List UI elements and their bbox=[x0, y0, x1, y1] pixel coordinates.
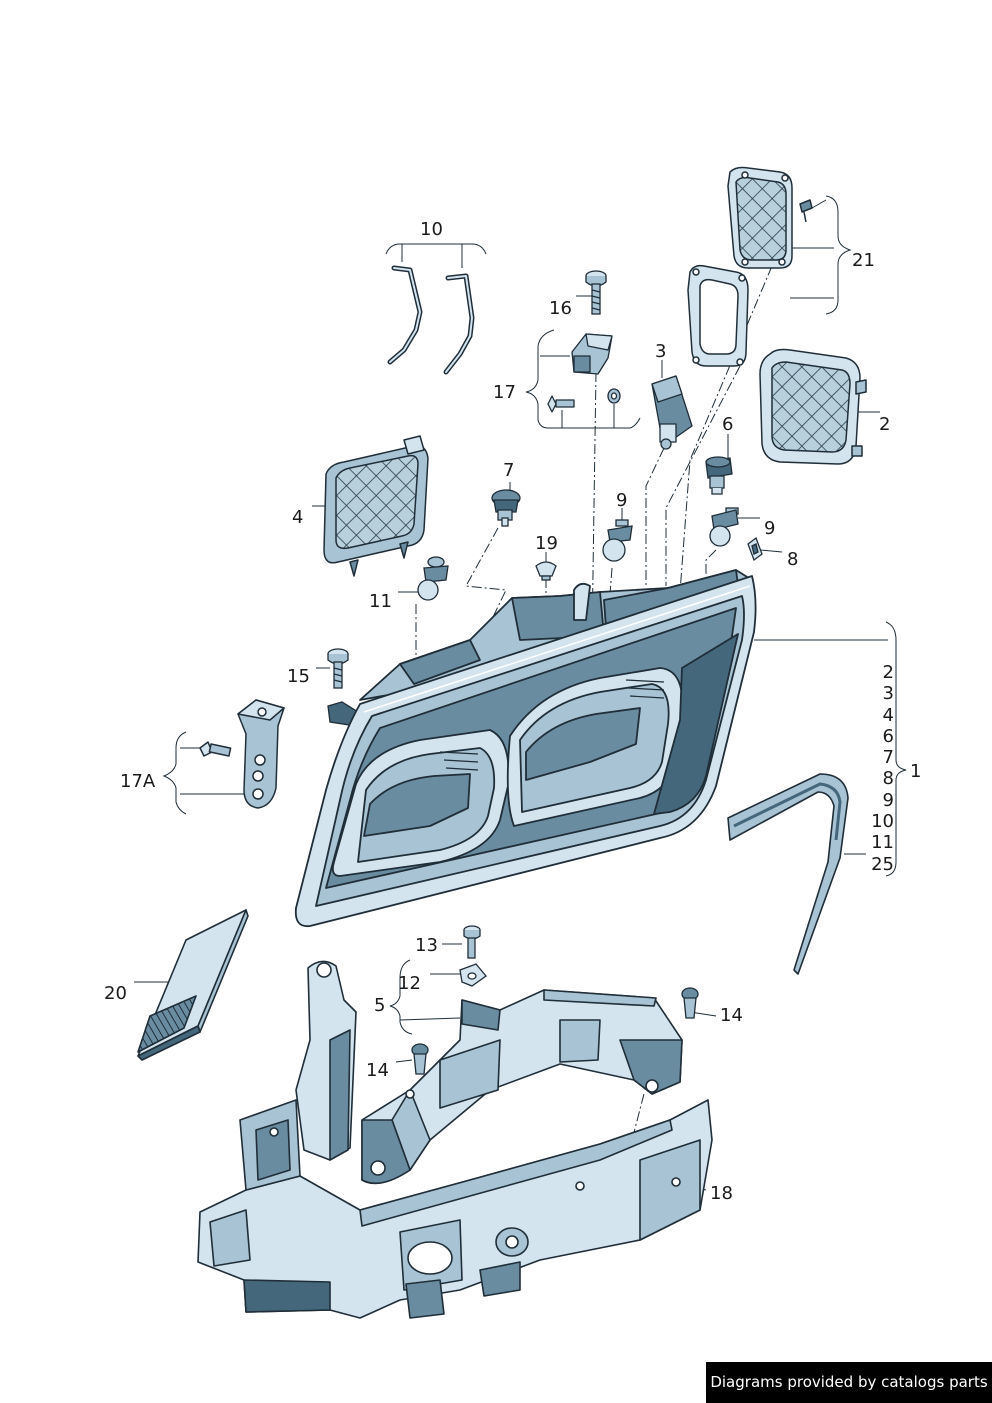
part-4-cover bbox=[323, 435, 429, 577]
part-13-screw bbox=[463, 925, 481, 959]
part-17-bracket bbox=[547, 333, 621, 413]
callout-17: 17 bbox=[493, 382, 516, 403]
part-2-cover bbox=[759, 348, 867, 465]
callout-9-left: 9 bbox=[616, 490, 628, 511]
part-5-mount-bracket bbox=[361, 989, 683, 1185]
list-item: 2 bbox=[882, 662, 894, 683]
part-15-screw bbox=[327, 648, 359, 727]
part-10-clips bbox=[387, 265, 475, 375]
part-6-bulb bbox=[705, 456, 733, 495]
callout-14-left: 14 bbox=[366, 1060, 389, 1081]
callout-1: 1 bbox=[910, 761, 922, 782]
callout-12: 12 bbox=[398, 973, 421, 994]
part-17a-bracket bbox=[199, 699, 285, 809]
callout-19: 19 bbox=[535, 533, 558, 554]
callout-6: 6 bbox=[722, 414, 734, 435]
callout-16: 16 bbox=[549, 298, 572, 319]
part-12-nut bbox=[459, 963, 487, 987]
part-11-bulb bbox=[417, 556, 449, 601]
list-item: 4 bbox=[882, 704, 894, 726]
list-item: 10 bbox=[871, 811, 894, 833]
part-16-screw bbox=[585, 270, 607, 315]
callout-2: 2 bbox=[879, 414, 891, 435]
part-7-bulb bbox=[491, 489, 521, 527]
list-item: 25 bbox=[871, 853, 894, 875]
part-9-bulb-left bbox=[602, 519, 633, 562]
callout-13: 13 bbox=[415, 935, 438, 956]
part-8-clip bbox=[747, 536, 763, 562]
part-9-bulb-right bbox=[709, 507, 739, 547]
list-item: 8 bbox=[882, 768, 894, 790]
part-1-components-list: 2 3 4 6 7 8 9 10 11 25 bbox=[866, 662, 894, 875]
part-18-carrier bbox=[197, 960, 713, 1319]
part-19-cap bbox=[535, 561, 557, 581]
callout-10: 10 bbox=[420, 219, 443, 240]
part-1-headlight bbox=[294, 569, 757, 928]
callout-5: 5 bbox=[374, 995, 386, 1016]
callout-8: 8 bbox=[787, 549, 799, 570]
credit-banner: Diagrams provided by catalogs parts bbox=[706, 1362, 992, 1403]
callout-4: 4 bbox=[292, 507, 304, 528]
part-14-screws bbox=[411, 987, 699, 1075]
list-item: 11 bbox=[871, 832, 894, 854]
part-21-cover bbox=[687, 166, 813, 367]
part-25-trim-strip bbox=[727, 773, 849, 975]
list-item: 9 bbox=[882, 789, 894, 811]
list-item: 3 bbox=[882, 683, 894, 705]
callout-3: 3 bbox=[655, 341, 667, 362]
part-20-pad bbox=[137, 909, 249, 1061]
callout-11: 11 bbox=[369, 591, 392, 612]
callout-14-right: 14 bbox=[720, 1005, 743, 1026]
list-item: 7 bbox=[882, 747, 894, 769]
callout-15: 15 bbox=[287, 666, 310, 687]
list-item: 6 bbox=[882, 725, 894, 747]
callout-20: 20 bbox=[104, 983, 127, 1004]
callout-17a: 17A bbox=[120, 771, 156, 792]
callout-9-right: 9 bbox=[764, 518, 776, 539]
callout-7: 7 bbox=[503, 460, 515, 481]
part-3-socket bbox=[651, 375, 693, 450]
callout-21: 21 bbox=[852, 250, 875, 271]
callout-18: 18 bbox=[710, 1183, 733, 1204]
